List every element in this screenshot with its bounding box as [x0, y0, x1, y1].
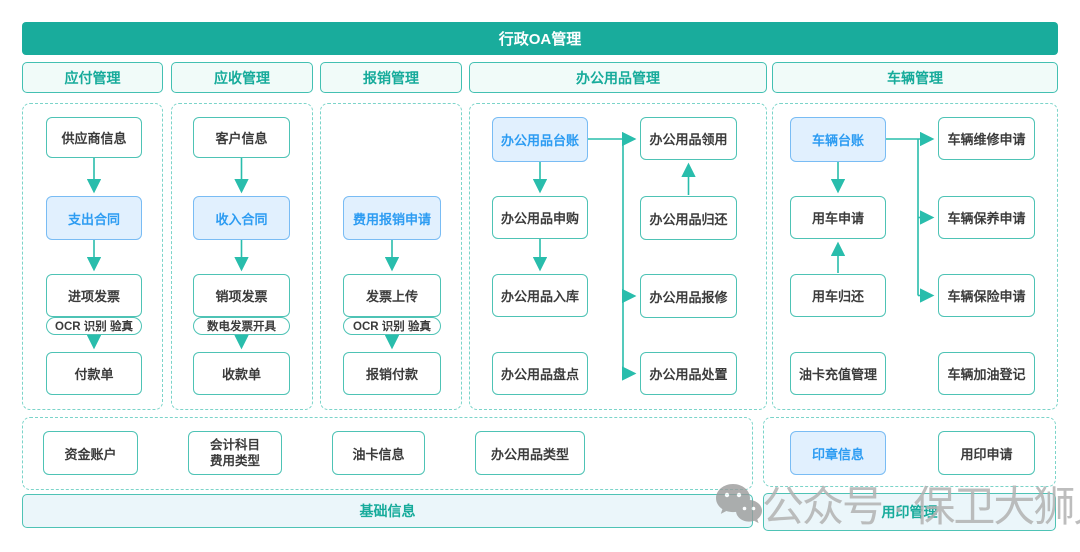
node-vehicle-upkeep-apply: 车辆保养申请 [938, 196, 1035, 239]
header-payable: 应付管理 [22, 62, 163, 93]
node-office-return: 办公用品归还 [640, 196, 737, 240]
column-payable [22, 103, 163, 410]
header-payable-label: 应付管理 [64, 69, 121, 86]
column-receivable [171, 103, 313, 410]
node-office-stocktake: 办公用品盘点 [492, 352, 588, 395]
header-office-supplies-label: 办公用品管理 [576, 69, 660, 86]
node-office-supply-type: 办公用品类型 [475, 431, 585, 475]
diagram-title-banner: 行政OA管理 [22, 22, 1058, 55]
container-base-info [22, 417, 753, 490]
tag-digital-invoice-issue: 数电发票开具 [193, 317, 290, 335]
header-receivable-label: 应收管理 [214, 69, 270, 86]
node-fuel-card-info: 油卡信息 [332, 431, 425, 475]
diagram-title: 行政OA管理 [498, 31, 582, 48]
node-customer-info: 客户信息 [193, 117, 290, 158]
node-vehicle-return: 用车归还 [790, 274, 886, 317]
banner-base-info: 基础信息 [22, 494, 753, 528]
node-vehicle-insurance-apply: 车辆保险申请 [938, 274, 1035, 317]
header-reimburse: 报销管理 [320, 62, 462, 93]
node-fuel-card-recharge: 油卡充值管理 [790, 352, 886, 395]
banner-seal-management: 用印管理 [763, 493, 1056, 531]
node-supplier-info: 供应商信息 [46, 117, 142, 158]
header-receivable: 应收管理 [171, 62, 313, 93]
tag-ocr-verify-payable: OCR 识别 验真 [46, 317, 142, 335]
header-vehicle: 车辆管理 [772, 62, 1058, 93]
node-seal-apply: 用印申请 [938, 431, 1035, 475]
node-invoice-upload: 发票上传 [343, 274, 441, 317]
node-office-dispose: 办公用品处置 [640, 352, 737, 395]
banner-base-info-label: 基础信息 [359, 503, 416, 519]
node-office-ledger: 办公用品台账 [492, 117, 588, 162]
wechat-icon [716, 484, 762, 524]
node-income-contract: 收入合同 [193, 196, 290, 240]
banner-seal-management-label: 用印管理 [881, 504, 938, 520]
column-vehicle [772, 103, 1058, 410]
node-input-invoice: 进项发票 [46, 274, 142, 317]
column-reimburse [320, 103, 462, 410]
node-accounting-subject: 会计科目 费用类型 [188, 431, 282, 475]
container-seal [763, 417, 1056, 487]
node-vehicle-refuel-log: 车辆加油登记 [938, 352, 1035, 395]
header-vehicle-label: 车辆管理 [887, 69, 943, 86]
node-expense-contract: 支出合同 [46, 196, 142, 240]
node-office-inbound: 办公用品入库 [492, 274, 588, 317]
accounting-subject-line1: 会计科目 [209, 437, 260, 452]
node-receipt-slip: 收款单 [193, 352, 290, 395]
node-office-claim: 办公用品领用 [640, 117, 737, 160]
node-vehicle-repair-apply: 车辆维修申请 [938, 117, 1035, 160]
accounting-subject-line2: 费用类型 [209, 454, 260, 468]
node-office-repair: 办公用品报修 [640, 274, 737, 318]
watermark-text: 公众号 · 保卫大狮兄 [762, 483, 1080, 530]
node-office-purchase: 办公用品申购 [492, 196, 588, 239]
node-vehicle-ledger: 车辆台账 [790, 117, 886, 162]
node-vehicle-apply: 用车申请 [790, 196, 886, 239]
node-fund-account: 资金账户 [43, 431, 138, 475]
node-payment-slip: 付款单 [46, 352, 142, 395]
node-output-invoice: 销项发票 [193, 274, 290, 317]
node-seal-info: 印章信息 [790, 431, 886, 475]
tag-ocr-verify-reimburse: OCR 识别 验真 [343, 317, 441, 335]
column-office-supplies [469, 103, 767, 410]
node-reimburse-payment: 报销付款 [343, 352, 441, 395]
header-office-supplies: 办公用品管理 [469, 62, 767, 93]
header-reimburse-label: 报销管理 [363, 69, 419, 86]
node-expense-reimburse-apply: 费用报销申请 [343, 196, 441, 240]
